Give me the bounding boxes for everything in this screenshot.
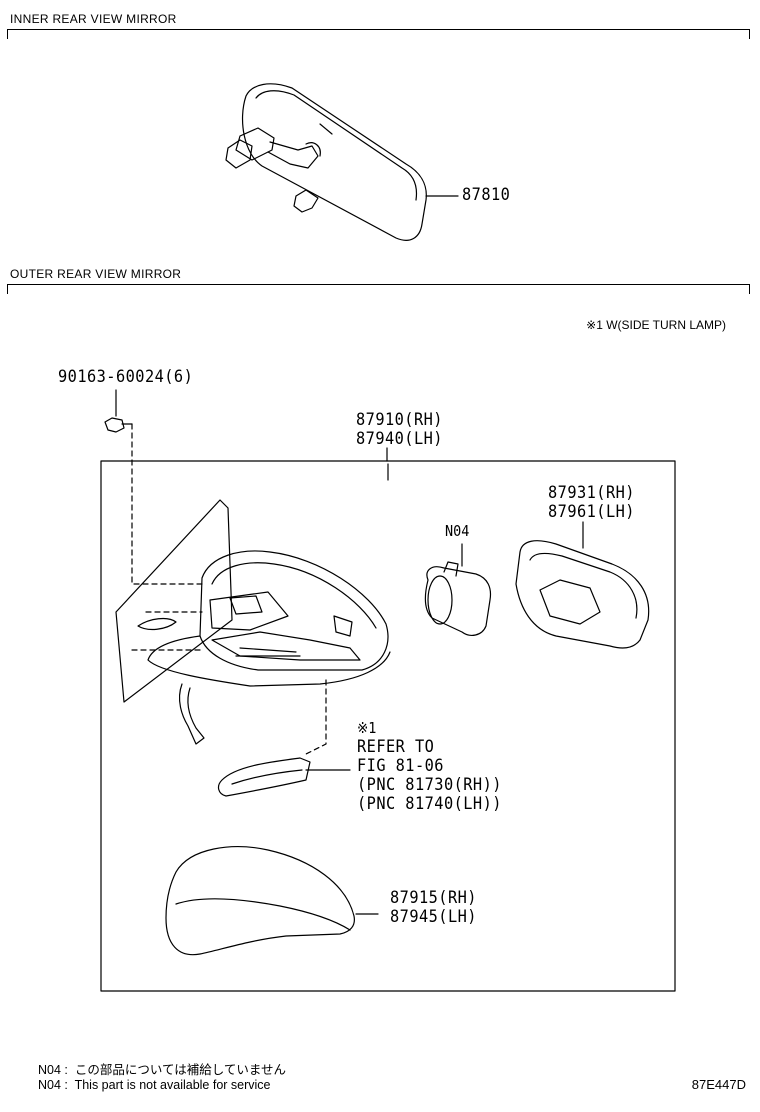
screw-part-number: 90163-60024(6) [58,367,194,387]
outer-mirror-section-rule [7,284,750,294]
inner-mirror-section-title: INNER REAR VIEW MIRROR [10,12,177,26]
side-turn-lamp-drawing [217,757,351,797]
mirror-glass-rh-part-number: 87931(RH) [548,483,635,503]
outer-mirror-section-title: OUTER REAR VIEW MIRROR [10,267,182,281]
assembly-lh-part-number: 87940(LH) [356,429,443,449]
mirror-motor-drawing [424,543,492,636]
footer-note-english: N04 : This part is not available for ser… [38,1078,271,1092]
side-turn-lamp-note: ※1 W(SIDE TURN LAMP) [586,318,726,332]
mirror-cover-drawing [165,846,379,956]
motor-code-label: N04 [445,522,470,540]
inner-mirror-part-number: 87810 [462,185,511,205]
figure-code: 87E447D [691,1077,746,1092]
screw-drawing [104,389,133,433]
refer-line-4: (PNC 81740(LH)) [357,794,502,814]
refer-line-1: REFER TO [357,737,435,757]
mirror-glass-lh-part-number: 87961(LH) [548,502,635,522]
assembly-frame [100,460,676,992]
refer-line-2: FIG 81-06 [357,756,444,776]
assembly-rh-part-number: 87910(RH) [356,410,443,430]
inner-mirror-section-rule [7,29,750,39]
mirror-housing-drawing [147,550,391,687]
cover-lh-part-number: 87945(LH) [390,907,477,927]
refer-mark: ※1 [357,719,377,737]
mirror-glass-drawing [515,521,650,649]
cover-rh-part-number: 87915(RH) [390,888,477,908]
mirror-base-drawing [115,499,233,745]
inner-mirror-drawing [225,83,459,241]
footer-note-japanese: N04 : この部品については補給していません [38,1063,286,1077]
refer-line-3: (PNC 81730(RH)) [357,775,502,795]
